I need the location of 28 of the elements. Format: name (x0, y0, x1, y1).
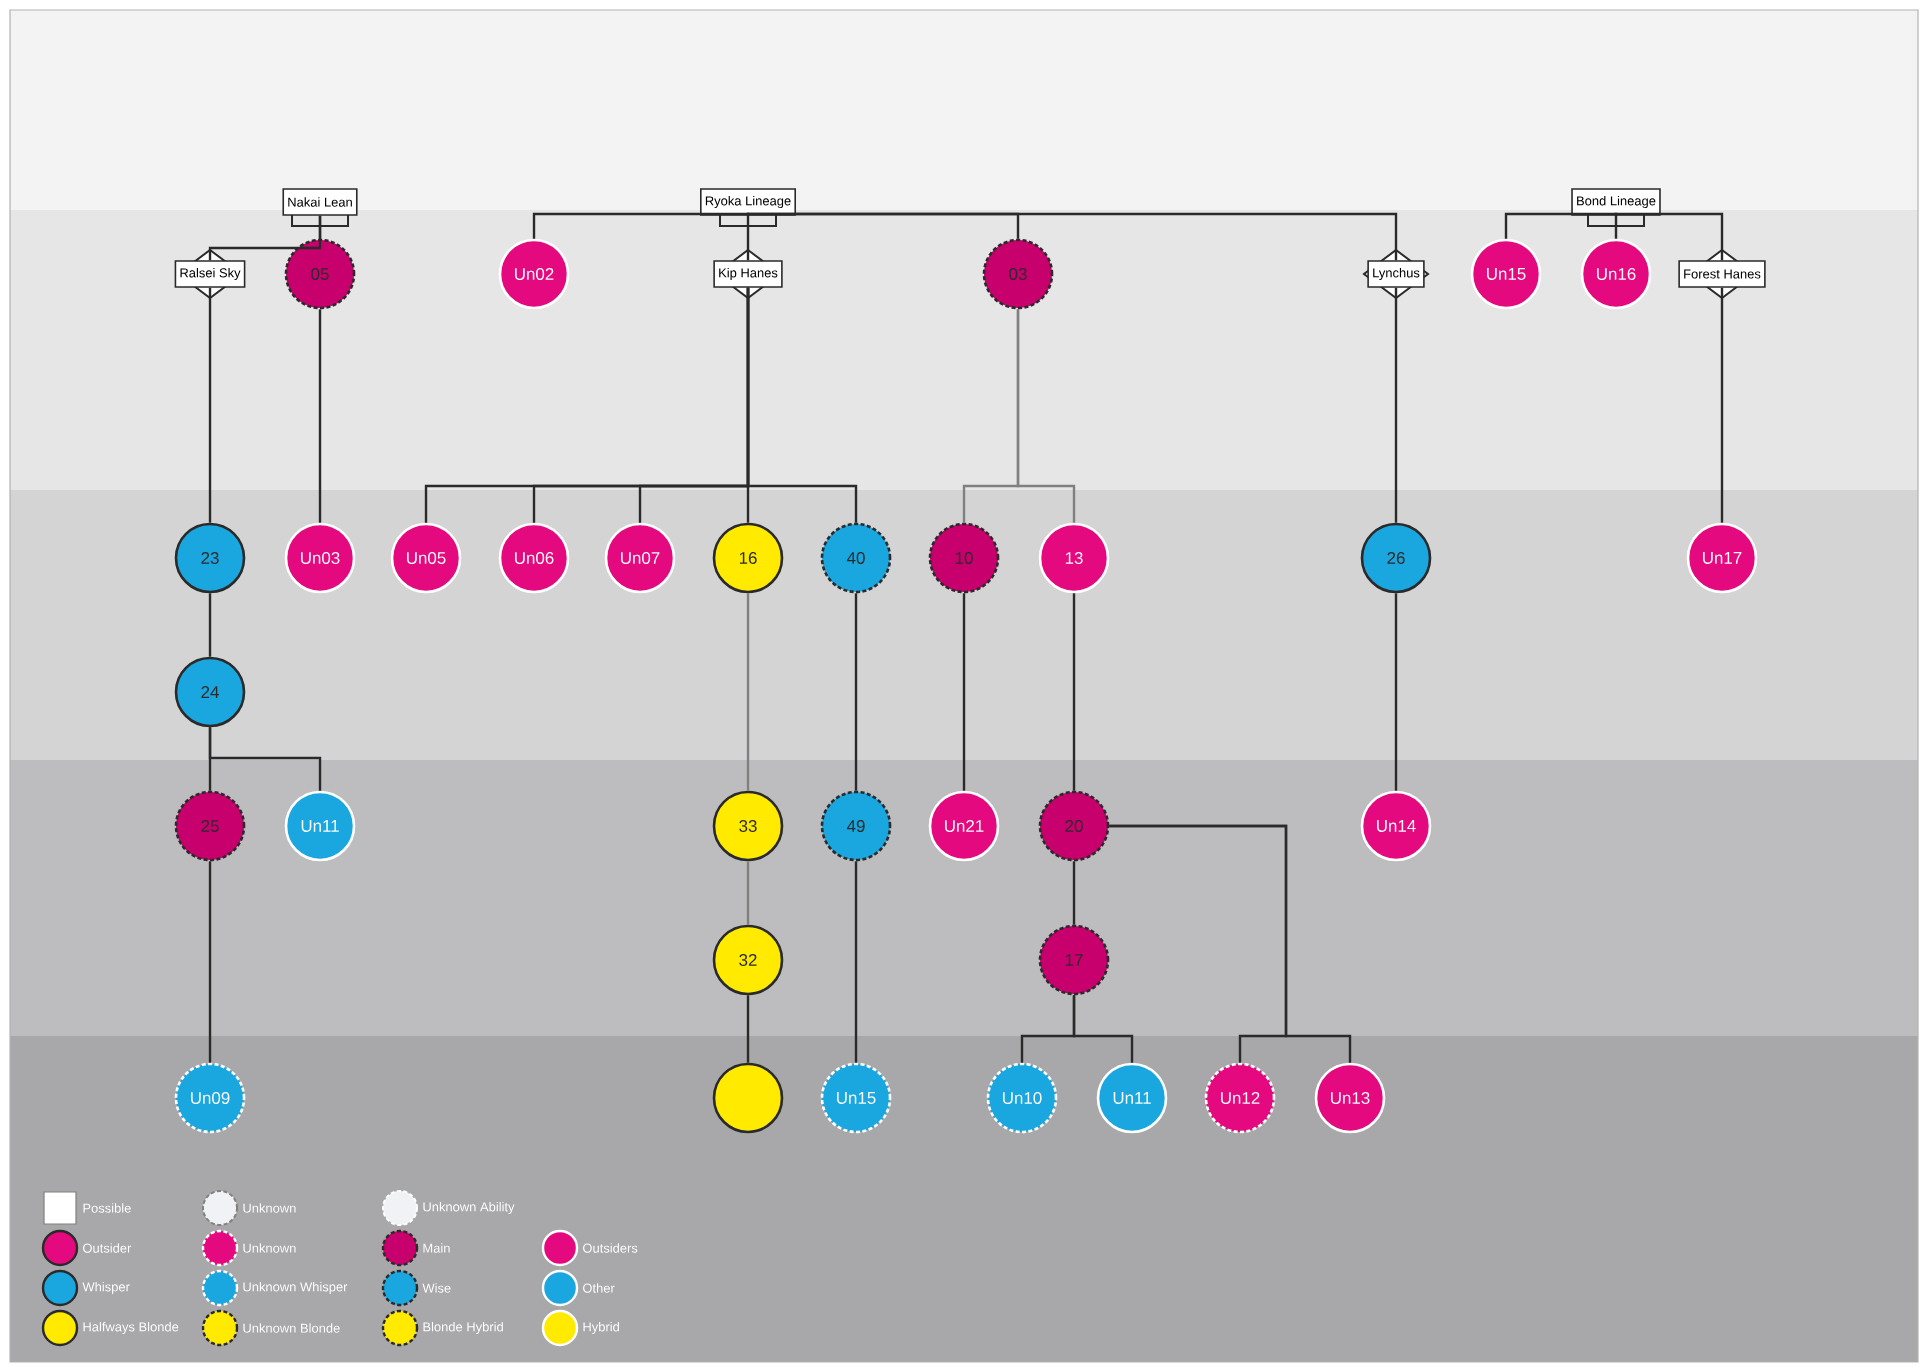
connector-line (962, 593, 966, 791)
connector-line (1394, 287, 1398, 523)
connector-line (746, 212, 1398, 261)
connector-line (854, 861, 858, 1063)
connector-line (746, 593, 750, 791)
connector-line (532, 212, 750, 239)
connector-line (1504, 212, 1618, 239)
connector-line (854, 593, 858, 791)
connector-line (746, 995, 750, 1063)
connector-line (1614, 215, 1618, 239)
connector-line (746, 287, 858, 523)
connector-line (1394, 593, 1398, 791)
connector-line (1720, 287, 1724, 523)
connector-line (1614, 212, 1724, 261)
connector-line (208, 861, 212, 1063)
connector-line (1072, 995, 1134, 1063)
connector-line (208, 727, 322, 791)
connector-line (1072, 861, 1076, 925)
connector-line (1072, 593, 1076, 791)
connector-line (208, 593, 212, 657)
connector-line (1109, 824, 1352, 1063)
connector-line (746, 861, 750, 925)
connector-line (208, 287, 212, 523)
connector-line (1016, 309, 1076, 523)
person-circle (712, 1062, 784, 1134)
connector-line (746, 215, 750, 261)
connector-line (318, 309, 322, 523)
connector-line (318, 215, 322, 239)
